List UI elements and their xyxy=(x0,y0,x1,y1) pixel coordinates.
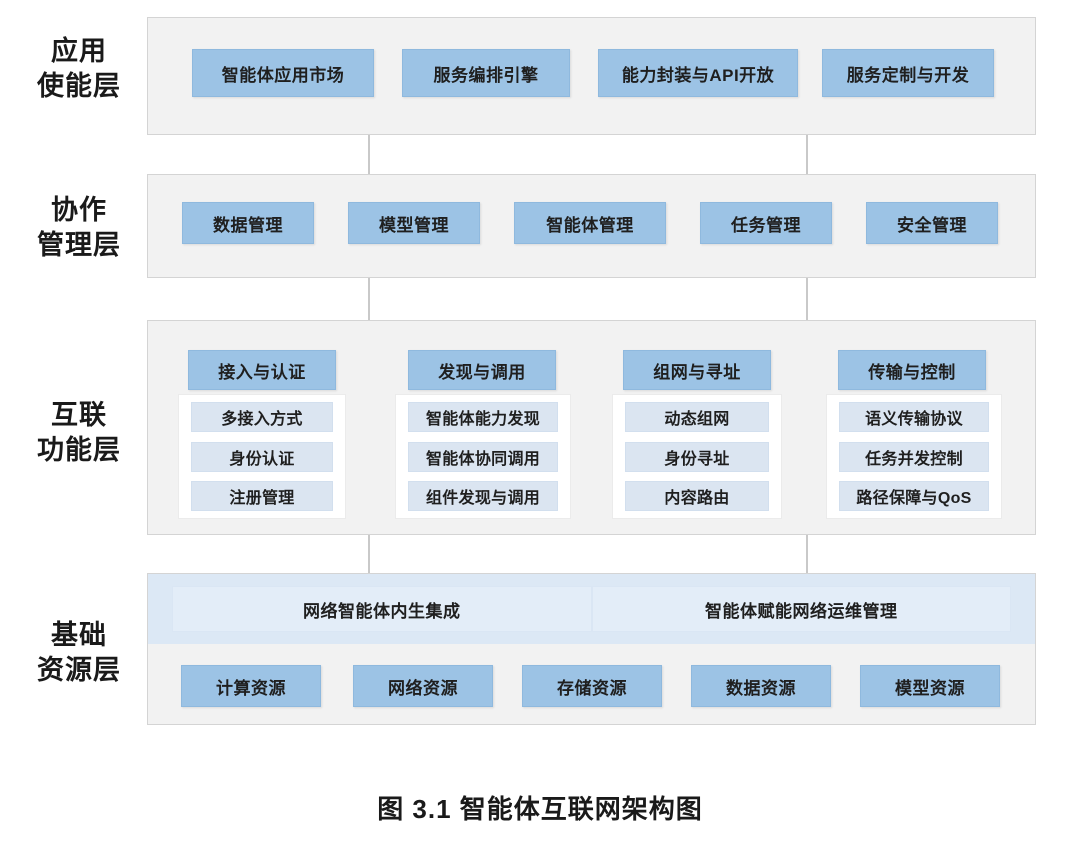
connector-line-right-1 xyxy=(806,135,808,175)
layer-panel-application-enablement: 智能体应用市场 服务编排引擎 能力封装与API开放 服务定制与开发 xyxy=(147,17,1036,135)
col-body-transmission-control: 语义传输协议 任务并发控制 路径保障与QoS xyxy=(826,394,1002,519)
layer-panel-infrastructure-resource: 网络智能体内生集成 智能体赋能网络运维管理 计算资源 网络资源 存储资源 数据资… xyxy=(147,573,1036,725)
connector-line-left-2 xyxy=(368,278,370,320)
chip-model-management[interactable]: 模型管理 xyxy=(348,202,480,244)
sub-chip-identity-addressing[interactable]: 身份寻址 xyxy=(625,441,769,472)
sub-chip-registration-management[interactable]: 注册管理 xyxy=(191,481,333,511)
sub-chip-task-concurrency-control[interactable]: 任务并发控制 xyxy=(839,441,989,472)
chip-agent-app-market[interactable]: 智能体应用市场 xyxy=(192,49,374,97)
col-head-discovery-invocation[interactable]: 发现与调用 xyxy=(408,350,556,390)
layer-label-infrastructure-resource: 基础 资源层 xyxy=(37,620,121,685)
chip-service-customization-development[interactable]: 服务定制与开发 xyxy=(822,49,994,97)
chip-service-orchestration-engine[interactable]: 服务编排引擎 xyxy=(402,49,570,97)
chip-capability-encapsulation-api[interactable]: 能力封装与API开放 xyxy=(598,49,798,97)
chip-network-resource[interactable]: 网络资源 xyxy=(353,665,493,707)
layer-label-application-enablement: 应用 使能层 xyxy=(37,36,121,101)
col-body-discovery-invocation: 智能体能力发现 智能体协同调用 组件发现与调用 xyxy=(395,394,571,519)
sub-chip-agent-collaborative-invocation[interactable]: 智能体协同调用 xyxy=(408,441,558,472)
sub-chip-agent-capability-discovery[interactable]: 智能体能力发现 xyxy=(408,402,558,432)
connector-line-left-3 xyxy=(368,535,370,573)
sub-chip-path-assurance-qos[interactable]: 路径保障与QoS xyxy=(839,481,989,511)
chip-data-management[interactable]: 数据管理 xyxy=(182,202,314,244)
col-head-networking-addressing[interactable]: 组网与寻址 xyxy=(623,350,771,390)
sub-chip-content-routing[interactable]: 内容路由 xyxy=(625,481,769,511)
layer-label-collaboration-management: 协作 管理层 xyxy=(37,195,121,260)
layer-panel-interconnection-function: 接入与认证 多接入方式 身份认证 注册管理 发现与调用 智能体能力发现 智能体协… xyxy=(147,320,1036,535)
layer-label-interconnection-function: 互联 功能层 xyxy=(37,400,121,465)
chip-agent-management[interactable]: 智能体管理 xyxy=(514,202,666,244)
connector-line-right-3 xyxy=(806,535,808,573)
sub-chip-semantic-transport-protocol[interactable]: 语义传输协议 xyxy=(839,402,989,432)
col-body-networking-addressing: 动态组网 身份寻址 内容路由 xyxy=(612,394,782,519)
chip-security-management[interactable]: 安全管理 xyxy=(866,202,998,244)
chip-data-resource[interactable]: 数据资源 xyxy=(691,665,831,707)
col-head-transmission-control[interactable]: 传输与控制 xyxy=(838,350,986,390)
connector-line-left-1 xyxy=(368,135,370,175)
layer-panel-collaboration-management: 数据管理 模型管理 智能体管理 任务管理 安全管理 xyxy=(147,174,1036,278)
sub-chip-component-discovery-invocation[interactable]: 组件发现与调用 xyxy=(408,481,558,511)
col-body-access-authentication: 多接入方式 身份认证 注册管理 xyxy=(178,394,346,519)
sub-chip-identity-authentication[interactable]: 身份认证 xyxy=(191,441,333,472)
sub-chip-multi-access-modes[interactable]: 多接入方式 xyxy=(191,402,333,432)
strip-item-network-agent-native-integration[interactable]: 网络智能体内生集成 xyxy=(172,586,592,632)
chip-compute-resource[interactable]: 计算资源 xyxy=(181,665,321,707)
chip-task-management[interactable]: 任务管理 xyxy=(700,202,832,244)
chip-storage-resource[interactable]: 存储资源 xyxy=(522,665,662,707)
chip-model-resource[interactable]: 模型资源 xyxy=(860,665,1000,707)
connector-line-right-2 xyxy=(806,278,808,320)
col-head-access-authentication[interactable]: 接入与认证 xyxy=(188,350,336,390)
sub-chip-dynamic-networking[interactable]: 动态组网 xyxy=(625,402,769,432)
strip-item-agent-enabled-network-ops-management[interactable]: 智能体赋能网络运维管理 xyxy=(591,586,1011,632)
base-layer-strip: 网络智能体内生集成 智能体赋能网络运维管理 xyxy=(148,574,1035,644)
figure-caption: 图 3.1 智能体互联网架构图 xyxy=(377,794,703,824)
